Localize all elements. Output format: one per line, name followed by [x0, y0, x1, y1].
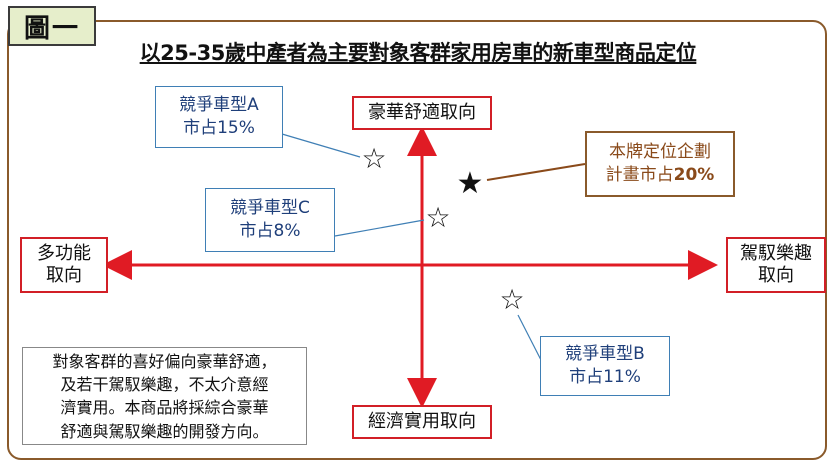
callout-c-share: 市占8% — [240, 220, 301, 243]
callout-a-share-label: 市占 — [183, 118, 218, 138]
axis-label-left-line1: 多功能 — [37, 242, 91, 264]
callout-own-share-value: 20% — [673, 165, 715, 185]
leader-line-own — [486, 163, 586, 181]
callout-a-share-value: 15% — [217, 118, 255, 138]
figure-label: 圖一 — [8, 6, 96, 46]
axis-label-right-line1: 駕馭樂趣 — [740, 242, 812, 264]
axis-label-left: 多功能 取向 — [20, 237, 108, 293]
diagram-title: 以25-35歲中產者為主要對象客群家用房車的新車型商品定位 — [139, 41, 697, 65]
callout-c-share-label: 市占 — [239, 221, 274, 241]
callout-a-share: 市占15% — [183, 117, 255, 140]
leader-line-c — [334, 219, 425, 237]
callout-b-share-value: 11% — [603, 367, 641, 387]
callout-own-share-label: 計畫市占 — [605, 165, 674, 185]
axis-label-right: 駕馭樂趣 取向 — [726, 237, 826, 293]
note-line-1: 對象客群的喜好偏向豪華舒適， — [52, 352, 277, 371]
callout-competitor-c: 競爭車型C 市占8% — [205, 188, 335, 252]
callout-competitor-b: 競爭車型B 市占11% — [540, 336, 670, 396]
axis-label-right-line2: 取向 — [758, 265, 794, 286]
callout-a-name: 競爭車型A — [179, 95, 259, 116]
note-line-4: 舒適與駕馭樂趣的開發方向。 — [60, 421, 269, 441]
callout-own-brand: 本牌定位企劃 計畫市占20% — [585, 131, 735, 197]
callout-own-share: 計畫市占20% — [606, 164, 715, 187]
leader-line-a — [281, 133, 361, 158]
axis-label-bottom: 經濟實用取向 — [352, 405, 492, 439]
marker-competitor-b: ☆ — [499, 283, 524, 316]
callout-c-name: 競爭車型C — [230, 198, 310, 219]
note-line-2: 及若干駕馭樂趣，不太介意經 — [60, 375, 269, 395]
marker-competitor-c: ☆ — [425, 201, 450, 234]
marker-competitor-a: ☆ — [361, 142, 386, 175]
callout-b-name: 競爭車型B — [565, 344, 645, 365]
marker-own-brand: ★ — [457, 166, 484, 201]
callout-c-share-value: 8% — [273, 221, 301, 241]
callout-own-name: 本牌定位企劃 — [609, 142, 711, 163]
strategy-note: 對象客群的喜好偏向豪華舒適， 及若干駕馭樂趣，不太介意經 濟實用。本商品將採綜合… — [22, 347, 307, 445]
leader-line-b — [517, 314, 543, 363]
callout-b-share-label: 市占 — [569, 367, 604, 387]
axis-label-top: 豪華舒適取向 — [352, 96, 492, 130]
note-line-3: 濟實用。本商品將採綜合豪華 — [60, 398, 269, 418]
callout-b-share: 市占11% — [569, 366, 641, 389]
axis-label-left-line2: 取向 — [46, 265, 82, 286]
callout-competitor-a: 競爭車型A 市占15% — [155, 86, 283, 148]
